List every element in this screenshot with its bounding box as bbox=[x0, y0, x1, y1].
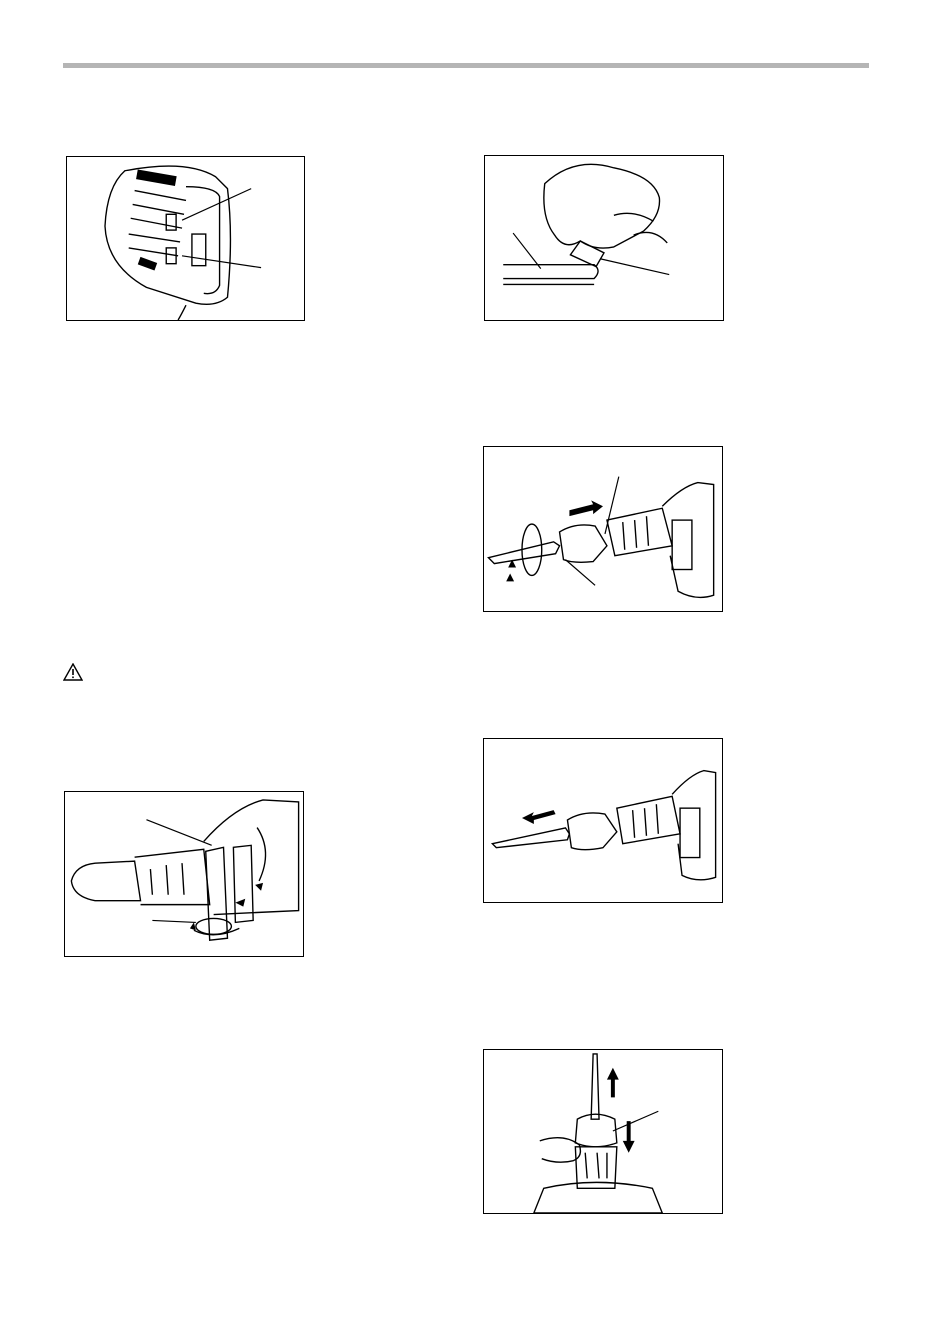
warning-triangle-icon bbox=[63, 663, 83, 681]
figure-tool-indicator-lamps bbox=[66, 156, 305, 321]
pull-check-illustration bbox=[484, 739, 722, 902]
header-rule bbox=[63, 63, 869, 68]
figure-bit-insertion bbox=[483, 446, 723, 612]
figure-grease-shank bbox=[484, 155, 724, 321]
removal-illustration bbox=[484, 1050, 722, 1213]
figure-bit-pull-check bbox=[483, 738, 723, 903]
grease-illustration bbox=[485, 156, 723, 320]
figure-handle-adjustment bbox=[64, 791, 304, 957]
tool-side-illustration bbox=[67, 157, 304, 320]
insertion-illustration bbox=[484, 447, 722, 611]
figure-bit-removal bbox=[483, 1049, 723, 1214]
handle-illustration bbox=[65, 792, 303, 956]
